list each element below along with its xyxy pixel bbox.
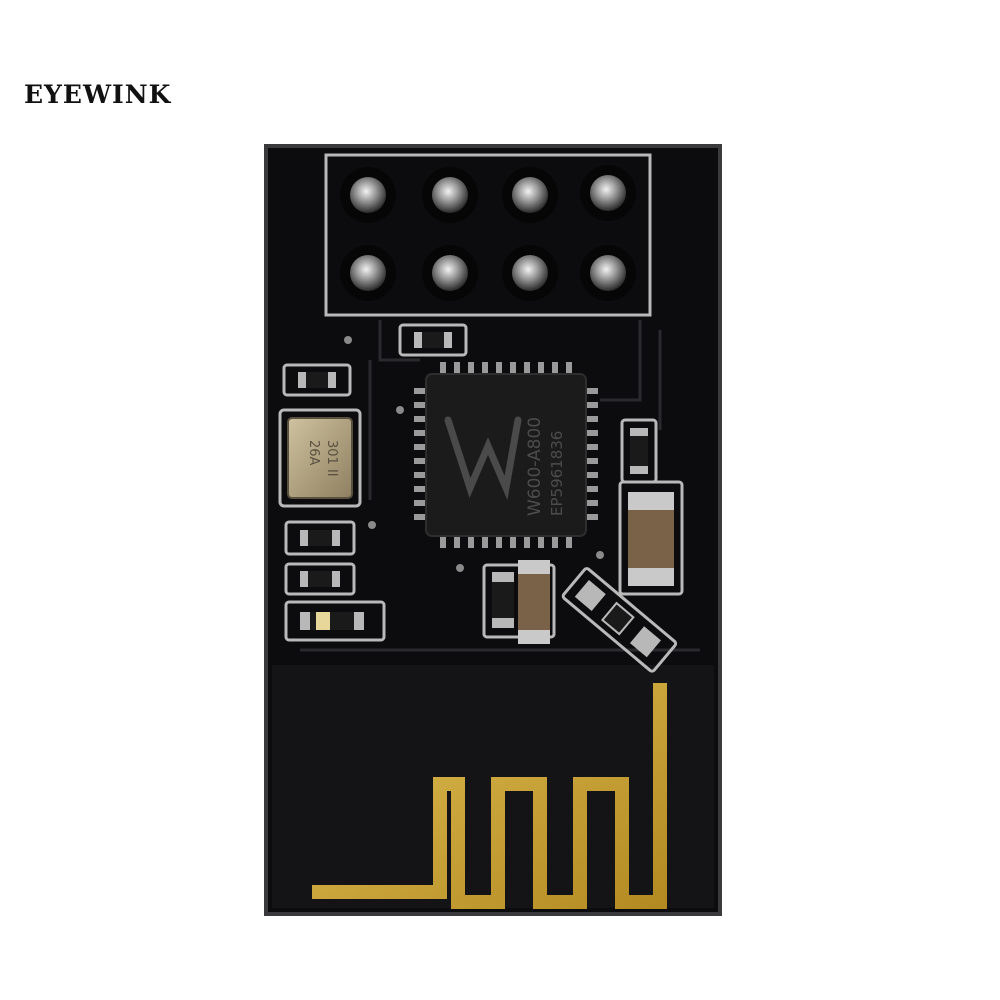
chip-logo-icon <box>444 416 522 501</box>
pcb-traces <box>300 320 700 652</box>
smd-resistor <box>620 418 658 484</box>
header-pin <box>502 245 558 301</box>
chip-marking-line2: EP5961836 <box>548 431 566 516</box>
crystal-oscillator: 26A 301 II <box>278 408 362 508</box>
pcb-antenna <box>312 683 667 909</box>
header-pin <box>422 167 478 223</box>
smd-led <box>284 600 386 642</box>
smd-array <box>561 567 678 673</box>
brand-logo: EYEWINK <box>24 80 172 109</box>
header-pin <box>422 245 478 301</box>
smd-inductor <box>618 480 684 596</box>
smd-resistor <box>282 363 352 397</box>
header-pin <box>502 167 558 223</box>
smd-resistor <box>284 520 356 556</box>
smd-inductor <box>482 560 556 644</box>
smd-resistor <box>284 562 356 596</box>
crystal-marking-line2: 301 II <box>324 440 339 477</box>
main-chip: W600-A800 EP5961836 <box>414 362 598 548</box>
header-pin <box>340 167 396 223</box>
smd-capacitor <box>398 323 468 357</box>
pcb-vias <box>344 336 604 572</box>
header-pin <box>340 245 396 301</box>
header-pin <box>580 245 636 301</box>
header-pin <box>580 165 636 221</box>
crystal-marking-line1: 26A <box>306 440 321 466</box>
pin-header <box>324 153 652 317</box>
chip-marking-line1: W600-A800 <box>525 417 545 516</box>
